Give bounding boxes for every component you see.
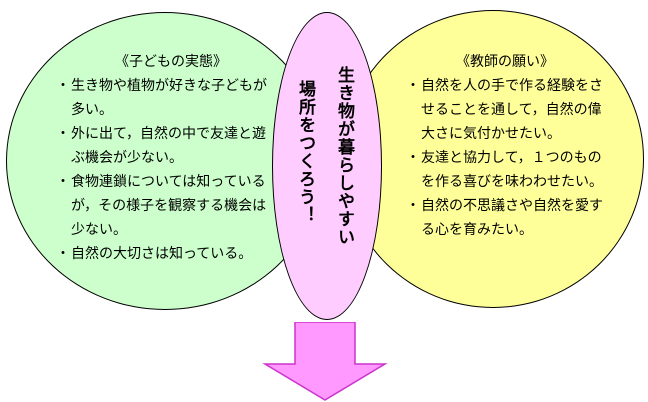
children-status-item: 生き物や植物が好きな子どもが多い。 [56, 74, 268, 122]
teacher-wishes-item: 友達と協力して，１つのものを作る喜びを味わわせたい。 [406, 146, 612, 194]
teacher-wishes-item: 自然を人の手で作る経験をさせることを通して，自然の偉大さに気付かせたい。 [406, 74, 612, 146]
down-arrow-shape [262, 322, 388, 401]
children-status-heading: 《子どもの実態》 [115, 54, 227, 70]
children-status-item: 自然の大切さは知っている。 [56, 242, 268, 266]
children-status-panel: 《子どもの実態》 生き物や植物が好きな子どもが多い。 外に出て，自然の中で友達と… [56, 50, 268, 266]
theme-text-line-2: 場所をつくろう！ [295, 80, 315, 224]
teacher-wishes-item: 自然の不思議さや自然を愛する心を育みたい。 [406, 194, 612, 242]
theme-ellipse [272, 12, 382, 320]
children-status-list: 生き物や植物が好きな子どもが多い。 外に出て，自然の中で友達と遊ぶ機会が少ない。… [56, 74, 268, 266]
children-status-item: 食物連鎖については知っているが，その様子を観察する機会は少ない。 [56, 170, 268, 242]
teacher-wishes-heading: 《教師の願い》 [456, 54, 554, 70]
theme-text-line-1: 生き物が暮らしやすい [334, 66, 354, 246]
down-arrow-icon [262, 322, 388, 401]
children-status-item: 外に出て，自然の中で友達と遊ぶ機会が少ない。 [56, 122, 268, 170]
teacher-wishes-list: 自然を人の手で作る経験をさせることを通して，自然の偉大さに気付かせたい。 友達と… [406, 74, 612, 242]
teacher-wishes-panel: 《教師の願い》 自然を人の手で作る経験をさせることを通して，自然の偉大さに気付か… [406, 50, 612, 242]
